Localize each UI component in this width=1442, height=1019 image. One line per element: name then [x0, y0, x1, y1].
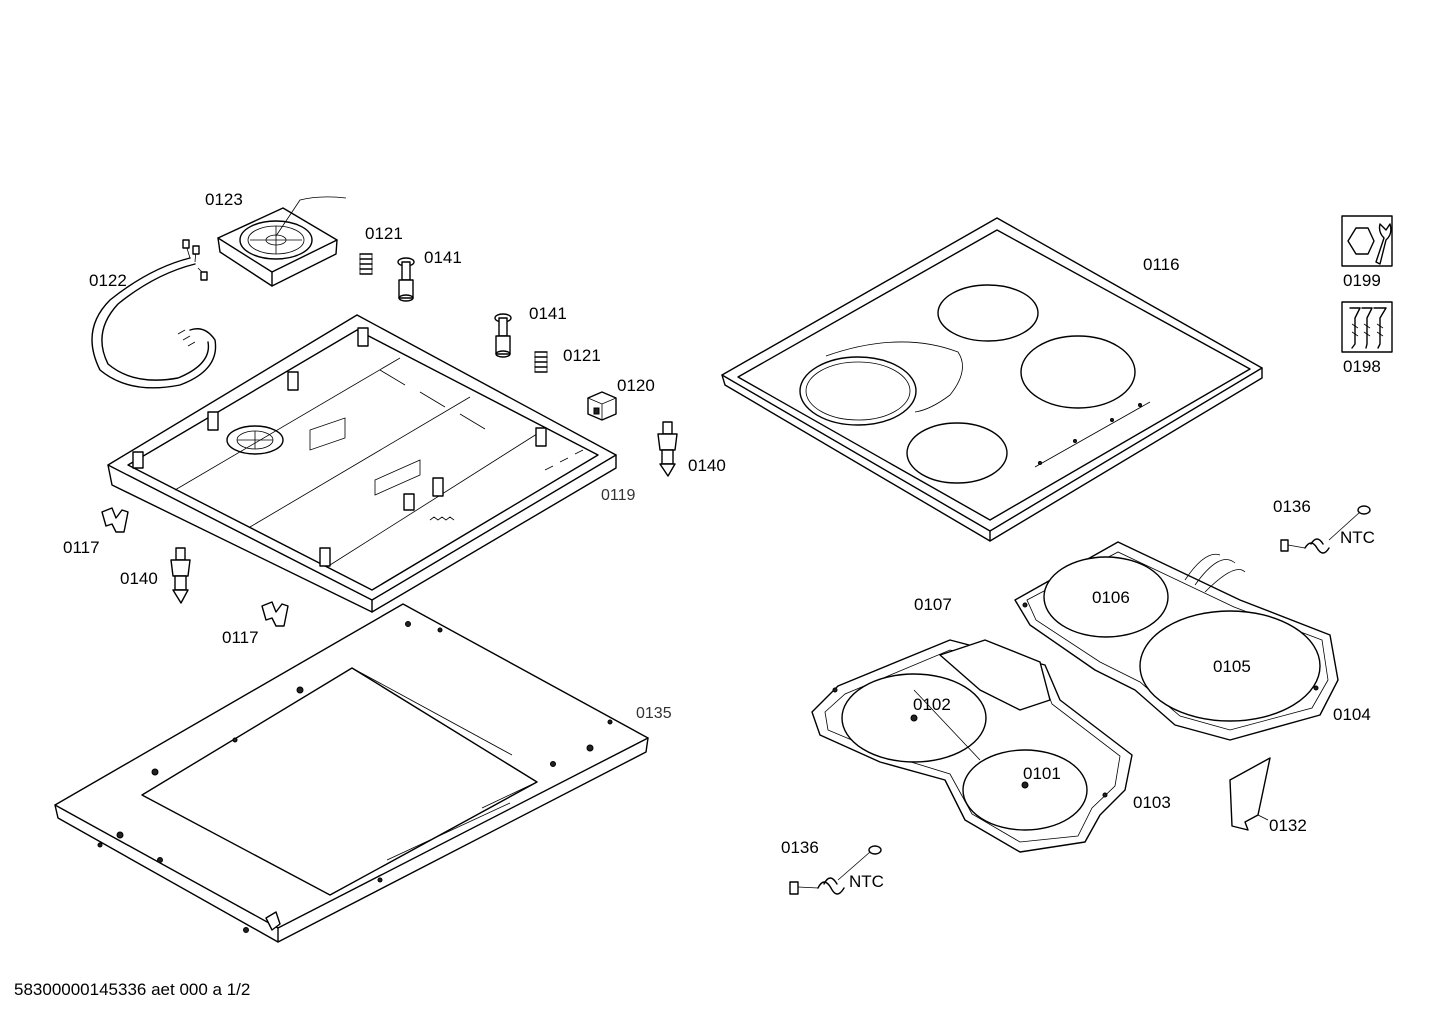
power-cable	[91, 239, 217, 389]
ntc-sensor-top	[1280, 505, 1371, 554]
label-0121-top: 0121	[365, 224, 403, 243]
mounting-frame	[54, 603, 649, 943]
label-0198: 0198	[1343, 357, 1381, 376]
label-ntc-bottom: NTC	[849, 872, 884, 891]
label-0105: 0105	[1213, 657, 1251, 676]
wrench-icon	[1341, 215, 1393, 267]
label-0135: 0135	[636, 705, 672, 722]
label-0117-left: 0117	[63, 538, 100, 557]
label-0107: 0107	[914, 595, 952, 614]
label-0123: 0123	[205, 190, 243, 209]
ntc-sensor-bottom	[789, 845, 882, 895]
label-0141-top: 0141	[424, 248, 462, 267]
heater-carrier-left	[811, 639, 1133, 853]
label-0140-left: 0140	[120, 569, 158, 588]
label-0136-top: 0136	[1273, 497, 1311, 516]
label-0121-right: 0121	[563, 346, 601, 365]
spring-right	[534, 351, 548, 373]
shield-plate-0132	[1229, 757, 1271, 831]
label-0117-bottom: 0117	[222, 628, 259, 647]
clip-0120	[587, 391, 617, 421]
frame-holes	[97, 621, 613, 933]
bracket-bottom	[261, 601, 289, 627]
touch-controls	[1034, 401, 1151, 468]
label-0140-right: 0140	[688, 456, 726, 475]
label-0120: 0120	[617, 376, 655, 395]
foot-left	[170, 547, 191, 604]
label-0101: 0101	[1023, 764, 1061, 783]
label-0104: 0104	[1333, 705, 1371, 724]
spring-top	[359, 253, 373, 275]
label-ntc-top: NTC	[1340, 528, 1375, 547]
bottom-housing	[107, 314, 617, 613]
foot-right	[657, 421, 678, 477]
label-0136-bottom: 0136	[781, 838, 819, 857]
glass-cooktop	[721, 217, 1263, 542]
document-id: 58300000145336 aet 000 a 1/2	[14, 980, 251, 999]
label-0199: 0199	[1343, 271, 1381, 290]
bracket-left	[101, 507, 129, 533]
label-0106: 0106	[1092, 588, 1130, 607]
label-0141-right: 0141	[529, 304, 567, 323]
cooling-fan	[217, 196, 347, 287]
label-0102: 0102	[913, 695, 951, 714]
screws-icon	[1341, 301, 1393, 353]
pin-top	[397, 257, 415, 302]
label-0132: 0132	[1269, 816, 1307, 835]
label-0103: 0103	[1133, 793, 1171, 812]
heater-carrier-right	[1014, 541, 1339, 741]
label-0119: 0119	[601, 487, 636, 504]
housing-pegs	[132, 327, 547, 567]
pin-right	[494, 313, 512, 358]
label-0122: 0122	[89, 271, 127, 290]
label-0116: 0116	[1143, 255, 1180, 274]
